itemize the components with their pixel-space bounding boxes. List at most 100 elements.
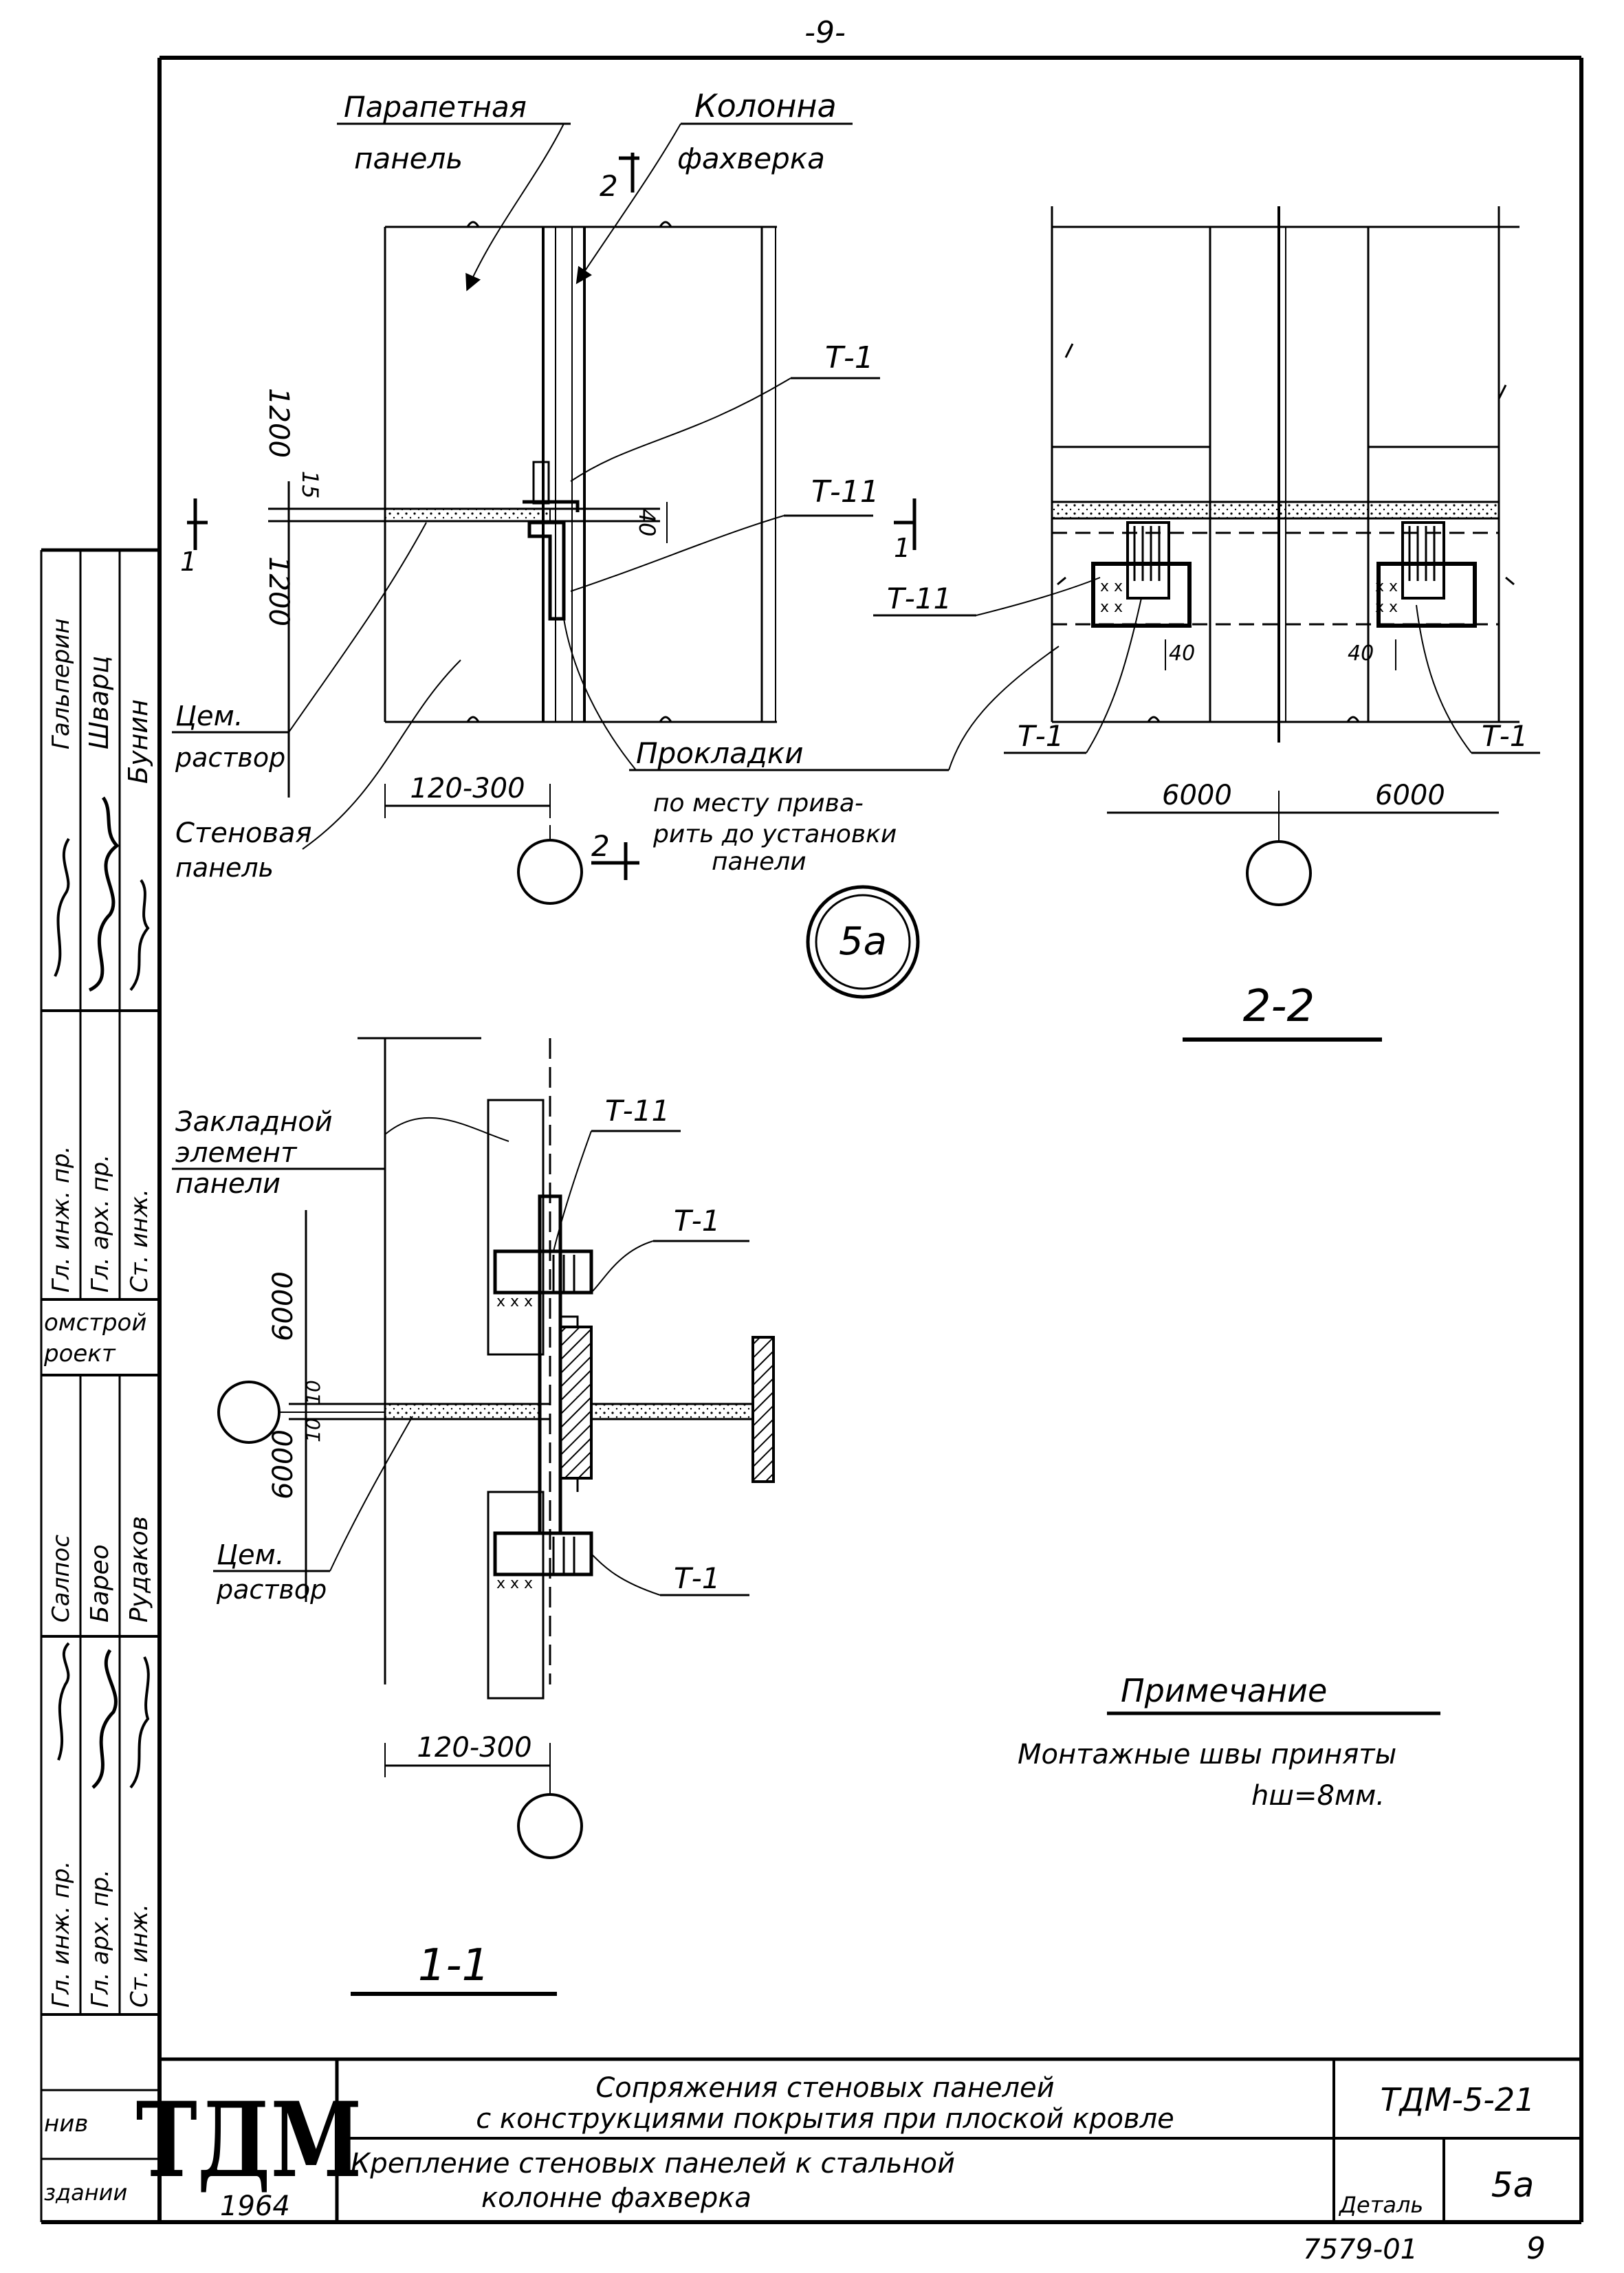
mortar-joint <box>384 508 551 522</box>
grid-axis-bubble-a <box>517 839 583 905</box>
dim-6000-right: 6000 <box>1375 780 1445 811</box>
stamp-role-4: Гл. инж. пр. <box>47 1861 75 2008</box>
cut-2-bottom: 2 <box>591 829 610 863</box>
view-top-left: 1200 1200 15 40 120-300 1 2 2 Парапетная… <box>172 87 1060 905</box>
dim-120-300-bottom: 120-300 <box>417 1732 531 1764</box>
stamp-role-5: Гл. арх. пр. <box>87 1869 114 2008</box>
title-line-2: с конструкциями покрытия при плоской кро… <box>476 2103 1174 2135</box>
wall-panel-label-1: Стеновая <box>175 817 312 849</box>
svg-text:x x: x x <box>1375 599 1398 616</box>
mortar-label-bottom-1: Цем. <box>217 1539 285 1571</box>
label-t11-bottom: Т-11 <box>605 1094 670 1128</box>
embed-label-2: элемент <box>175 1137 298 1169</box>
section-title-1-1: 1-1 <box>418 1940 490 1991</box>
parapet-panel-label-1: Парапетная <box>344 90 527 124</box>
signature-4 <box>57 1642 70 1761</box>
cut-1-right: 1 <box>894 533 910 563</box>
year: 1964 <box>220 2190 290 2222</box>
dim-6000-upper: 6000 <box>267 1271 299 1341</box>
stamp-org-2: роект <box>43 1340 116 1368</box>
mortar-label-2: раствор <box>175 743 285 773</box>
stamp-name-2: Шварц <box>84 656 114 749</box>
signature-5 <box>91 1649 118 1789</box>
wall-panel-label-2: панель <box>175 853 274 883</box>
parapet-panel-label-2: панель <box>354 142 463 175</box>
svg-text:x x: x x <box>1100 578 1123 595</box>
signature-2 <box>88 796 120 992</box>
shims-note-3: панели <box>712 848 806 876</box>
label-t1-upper: Т-1 <box>674 1204 721 1238</box>
stamp-name-5: Барео <box>86 1544 114 1623</box>
grid-axis-bubble-d <box>517 1793 583 1859</box>
svg-text:x x: x x <box>1100 599 1123 616</box>
dim-40-left: 40 <box>1169 641 1195 666</box>
section-title-2-2: 2-2 <box>1243 981 1315 1032</box>
dim-6000-left: 6000 <box>1162 780 1232 811</box>
cut-2-top: 2 <box>600 169 618 203</box>
column-label-2: фахверка <box>677 142 825 175</box>
subtitle-line-2: колонне фахверка <box>481 2182 751 2214</box>
detail-label: Деталь <box>1338 2192 1423 2218</box>
label-t11: Т-11 <box>811 474 879 509</box>
signature-1 <box>54 837 70 977</box>
stamp-role-6: Ст. инж. <box>126 1904 153 2008</box>
view-section-1-1: x x x x x x 6000 6000 10 10 Закладной эл… <box>172 1037 775 1996</box>
signature-3 <box>129 879 150 991</box>
label-t1-right-right: Т-1 <box>1482 719 1528 753</box>
inventory-number: 7579-01 <box>1303 2234 1418 2265</box>
detail-mark-text: 5a <box>839 919 887 964</box>
stamp-org-1: омстрой <box>44 1309 146 1337</box>
dim-1200-lower: 1200 <box>263 556 294 626</box>
stamp-name-4: Салпос <box>47 1535 75 1623</box>
stamp-role-3: Ст. инж. <box>126 1189 153 1293</box>
stamp-name-6: Рудаков <box>125 1516 153 1623</box>
shims-note-2: рить до установки <box>652 820 897 848</box>
mortar-label-1: Цем. <box>175 701 243 732</box>
embed-label-3: панели <box>175 1168 281 1200</box>
note-heading: Примечание <box>1121 1672 1327 1709</box>
cut-1-left: 1 <box>180 547 197 577</box>
dim-40: 40 <box>634 509 660 537</box>
embed-label-1: Закладной <box>175 1106 333 1138</box>
dim-1200-upper: 1200 <box>263 388 294 458</box>
title-block: ТДМ 1964 Сопряжения стеновых панелей с к… <box>136 2057 1581 2222</box>
stamp-name-1: Гальперин <box>47 618 75 749</box>
stamp-bottom-1: нив <box>44 2110 88 2138</box>
side-stamp: Гл. инж. пр. Гл. арх. пр. Ст. инж. Гальп… <box>41 550 160 2206</box>
label-t1-lower: Т-1 <box>674 1561 721 1595</box>
column-label-1: Колонна <box>694 87 837 124</box>
mortar-label-bottom-2: раствор <box>216 1574 327 1605</box>
sheet-frame <box>40 56 1583 2224</box>
title-line-1: Сопряжения стеновых панелей <box>595 2072 1054 2104</box>
stamp-role-2: Гл. арх. пр. <box>87 1154 114 1293</box>
logo: ТДМ <box>136 2080 362 2201</box>
label-t1-left-right: Т-1 <box>1018 719 1064 753</box>
dim-15: 15 <box>297 471 323 499</box>
dim-120-300: 120-300 <box>410 773 525 804</box>
doc-code: ТДМ-5-21 <box>1381 2081 1535 2118</box>
note-line-2: hш=8мм. <box>1251 1780 1385 1812</box>
view-section-2-2: x x x x x x x x 40 40 1 Т-11 Т-1 Т-1 600… <box>873 206 1540 1042</box>
dim-10-upper: 10 <box>302 1380 325 1405</box>
subtitle-line-1: Крепление стеновых панелей к стальной <box>351 2148 955 2179</box>
dim-10-lower: 10 <box>302 1418 325 1442</box>
svg-text:x x: x x <box>1375 578 1398 595</box>
stamp-role-1: Гл. инж. пр. <box>47 1146 75 1293</box>
note-line-1: Монтажные швы приняты <box>1018 1739 1396 1770</box>
shims-label: Прокладки <box>636 736 804 770</box>
signature-6 <box>129 1656 150 1789</box>
label-t1: Т-1 <box>825 340 874 375</box>
label-t11-right: Т-11 <box>887 582 952 615</box>
stamp-name-3: Бунин <box>123 699 153 784</box>
dim-6000-lower: 6000 <box>267 1429 299 1500</box>
sheet-number: 9 <box>1526 2231 1546 2266</box>
detail-mark: 5a <box>806 885 920 999</box>
svg-text:x x x: x x x <box>496 1293 533 1310</box>
dim-40-right: 40 <box>1348 641 1374 666</box>
shims-note-1: по месту прива- <box>653 789 864 817</box>
stamp-bottom-2: здании <box>44 2179 127 2206</box>
page-number-top: -9- <box>804 15 846 50</box>
grid-axis-bubble-b <box>1246 840 1312 906</box>
note-block: Примечание Монтажные швы приняты hш=8мм. <box>1018 1672 1440 1812</box>
